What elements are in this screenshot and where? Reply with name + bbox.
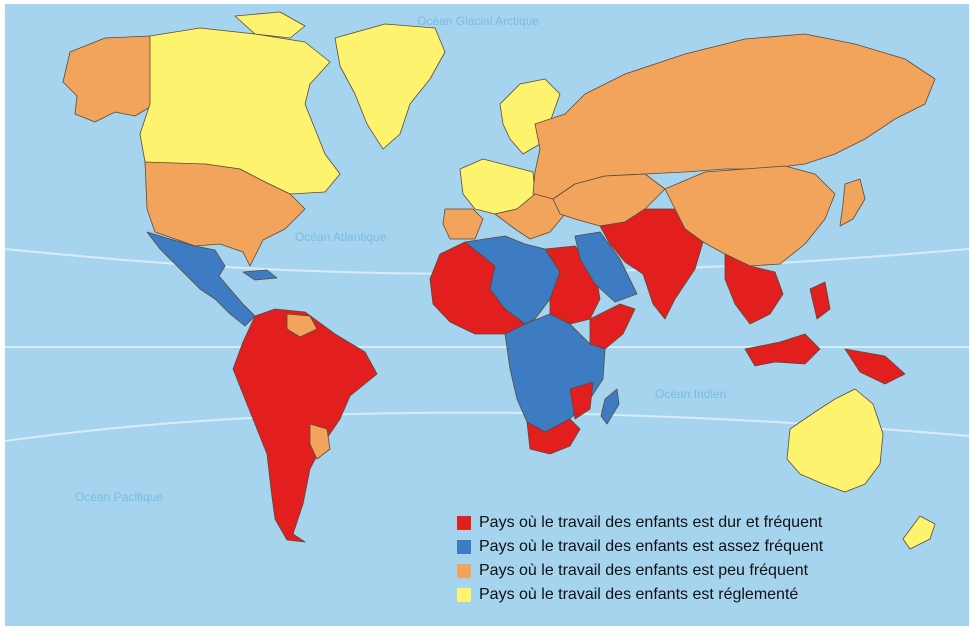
region-madagascar [600,388,620,425]
region-usa [144,161,306,267]
ocean-label-atlantic: Océan Atlantique [295,230,387,244]
region-arctic-islands [234,11,306,39]
region-philippines [809,281,831,320]
world-map: Océan Glacial Arctique Océan Atlantique … [5,4,969,626]
region-indonesia [744,333,821,367]
region-greenland [334,23,446,150]
region-australia [786,388,884,493]
legend: Pays où le travail des enfants est dur e… [457,511,823,607]
legend-item: Pays où le travail des enfants est régle… [457,583,823,607]
region-south-africa [526,418,581,455]
region-alaska [62,35,156,123]
ocean-label-pacific: Océan Pacifique [75,490,164,504]
region-japan [839,178,866,227]
region-horn-of-africa [589,303,636,350]
legend-swatch-blue [457,540,471,554]
legend-item: Pays où le travail des enfants est peu f… [457,559,823,583]
legend-label: Pays où le travail des enfants est assez… [479,538,824,555]
region-caribbean [242,269,278,281]
ocean-label-indian: Océan Indien [655,387,727,401]
legend-label: Pays où le travail des enfants est régle… [479,586,799,603]
region-new-zealand [902,515,936,550]
legend-item: Pays où le travail des enfants est assez… [457,535,823,559]
region-arabia [574,231,638,303]
legend-label: Pays où le travail des enfants est dur e… [479,514,823,531]
region-south-america [232,308,378,543]
region-guianas [286,313,318,338]
region-mozambique [569,381,594,420]
region-southeast-asia [724,253,784,325]
region-new-guinea [844,348,906,385]
map-canvas [5,11,969,550]
region-uruguay [309,423,331,460]
legend-swatch-orange [457,564,471,578]
legend-item: Pays où le travail des enfants est dur e… [457,511,823,535]
region-iberia [442,208,484,240]
ocean-label-arctic: Océan Glacial Arctique [417,14,540,28]
legend-label: Pays où le travail des enfants est peu f… [479,562,809,579]
region-sahel [464,235,561,325]
legend-swatch-yellow [457,588,471,602]
legend-swatch-red [457,516,471,530]
region-south-asia [599,208,704,320]
